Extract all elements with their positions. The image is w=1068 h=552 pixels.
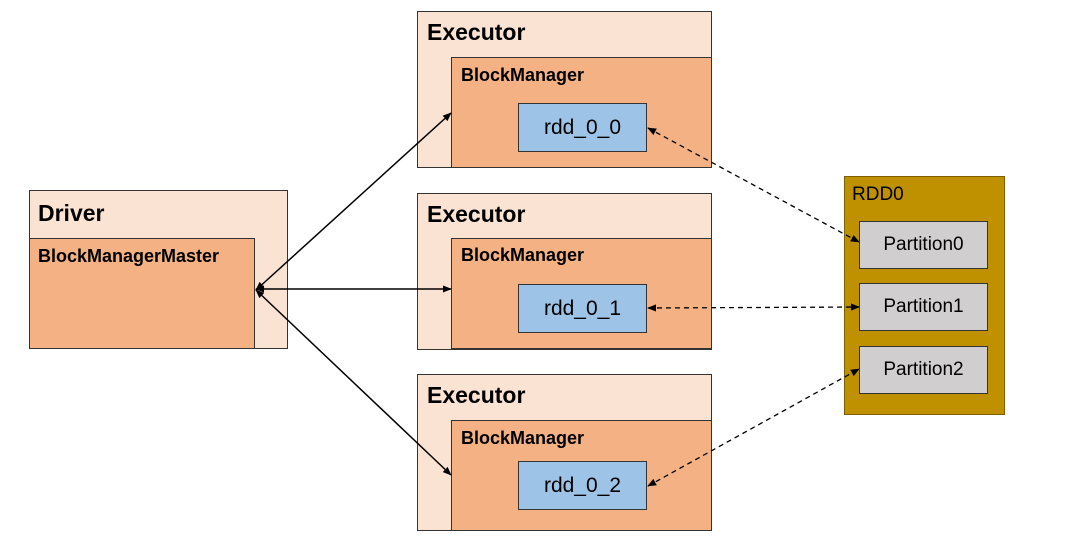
master-to-executor-2-arrow — [255, 289, 452, 476]
block-manager-label-0: BlockManager — [461, 65, 585, 85]
block-manager-label-1: BlockManager — [461, 245, 585, 265]
rdd-block-1: rdd_0_1 — [518, 284, 647, 333]
rdd-title: RDD0 — [852, 184, 904, 205]
block-0-partition-0-arrow — [647, 127, 860, 243]
block-manager-label-2: BlockManager — [461, 428, 585, 448]
block-1-partition-1-arrow — [647, 303, 860, 312]
executor-title-0: Executor — [427, 19, 526, 45]
partition-2: Partition2 — [859, 346, 988, 394]
master-to-executor-0-arrow — [255, 112, 452, 291]
partition-0: Partition0 — [859, 221, 988, 269]
block-manager-master-box — [29, 238, 255, 349]
block-manager-master-label: BlockManagerMaster — [38, 246, 220, 266]
block-2-partition-2-arrow — [647, 368, 860, 487]
rdd-block-2: rdd_0_2 — [518, 461, 647, 510]
driver-title: Driver — [38, 200, 105, 226]
rdd-block-0: rdd_0_0 — [518, 103, 647, 152]
